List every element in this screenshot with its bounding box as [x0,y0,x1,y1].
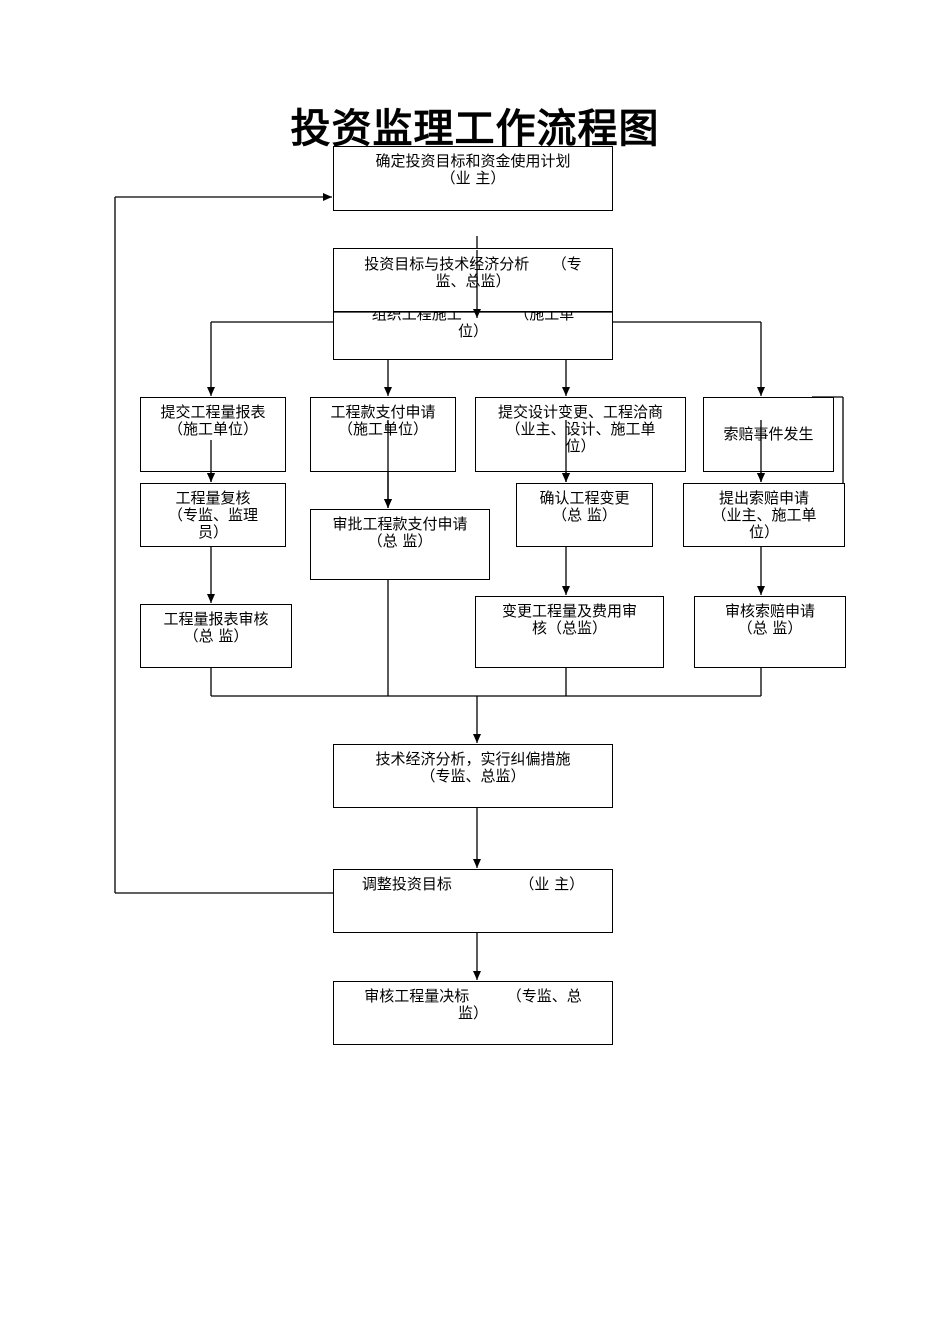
node-review-quantity-report: 工程量报表审核 （总 监） [140,604,292,668]
node-review-change-cost: 变更工程量及费用审 核（总监） [475,596,664,668]
node-corrective-measures: 技术经济分析，实行纠偏措施 （专监、总监） [333,744,613,808]
node-submit-claim: 提出索赔申请 （业主、施工单 位） [683,483,845,547]
node-review-quantity-bid: 审核工程量决标 （专监、总 监） [333,981,613,1045]
node-payment-application: 工程款支付申请 （施工单位） [310,397,456,472]
node-submit-quantity-report: 提交工程量报表 （施工单位） [140,397,286,472]
node-review-claim: 审核索赔申请 （总 监） [694,596,846,668]
node-approve-payment: 审批工程款支付申请 （总 监） [310,509,490,580]
node-quantity-recheck: 工程量复核 （专监、监理 员） [140,483,286,547]
node-submit-design-change: 提交设计变更、工程洽商 （业主、设计、施工单 位） [475,397,686,472]
node-define-investment-target: 确定投资目标和资金使用计划 （业 主） [333,146,613,211]
page-title: 投资监理工作流程图 [290,105,660,152]
node-claim-event: 索赔事件发生 [703,397,834,472]
node-confirm-change: 确认工程变更 （总 监） [516,483,653,547]
node-tech-econ-analysis: 投资目标与技术经济分析 （专 监、总监） [333,248,613,312]
node-adjust-investment-target: 调整投资目标 （业 主） [333,869,613,933]
